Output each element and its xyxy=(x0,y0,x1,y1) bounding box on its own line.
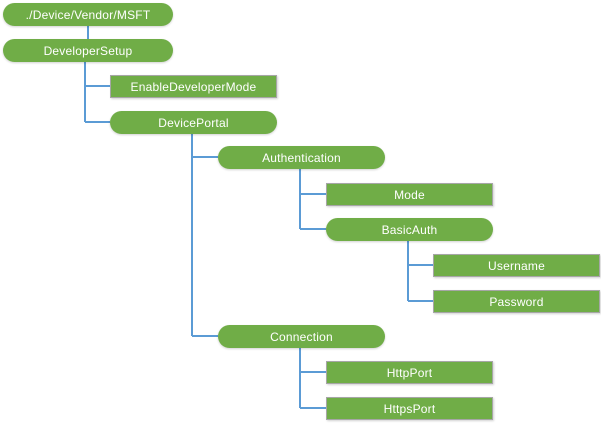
tree-node-label: Password xyxy=(489,294,544,309)
tree-node-label: Authentication xyxy=(262,150,341,165)
tree-node-deviceportal[interactable]: DevicePortal xyxy=(110,111,277,134)
tree-node-label: ./Device/Vendor/MSFT xyxy=(25,7,151,22)
tree-node-password[interactable]: Password xyxy=(433,290,600,313)
tree-node-connection[interactable]: Connection xyxy=(218,325,385,348)
tree-node-label: Username xyxy=(488,258,545,273)
tree-node-label: BasicAuth xyxy=(381,222,438,237)
tree-node-label: Mode xyxy=(394,187,425,202)
tree-node-mode[interactable]: Mode xyxy=(326,183,493,206)
tree-node-httpsport[interactable]: HttpsPort xyxy=(326,397,493,420)
tree-node-developersetup[interactable]: DeveloperSetup xyxy=(3,39,173,62)
tree-node-basicauth[interactable]: BasicAuth xyxy=(326,218,493,241)
tree-node-label: DeveloperSetup xyxy=(43,43,133,58)
tree-node-root[interactable]: ./Device/Vendor/MSFT xyxy=(3,3,173,26)
tree-node-label: Connection xyxy=(270,329,333,344)
tree-node-username[interactable]: Username xyxy=(433,254,600,277)
tree-node-enabledevelopermode[interactable]: EnableDeveloperMode xyxy=(110,75,277,98)
tree-node-httpport[interactable]: HttpPort xyxy=(326,361,493,384)
tree-node-label: HttpPort xyxy=(386,365,433,380)
tree-node-label: DevicePortal xyxy=(158,115,229,130)
tree-node-authentication[interactable]: Authentication xyxy=(218,146,385,169)
tree-node-label: HttpsPort xyxy=(383,401,436,416)
tree-node-label: EnableDeveloperMode xyxy=(130,79,257,94)
